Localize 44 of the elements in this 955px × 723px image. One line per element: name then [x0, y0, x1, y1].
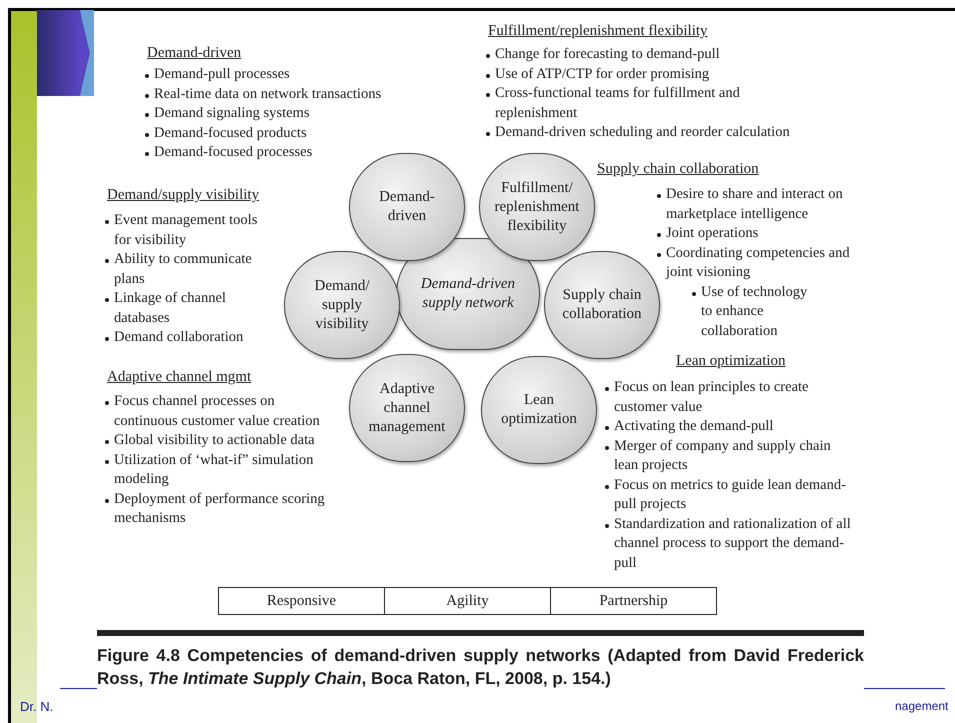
bullet-text: Demand collaboration — [114, 328, 244, 347]
circle-label: Fulfillment/replenishment flexibility — [494, 178, 580, 236]
circle-label: Lean optimization — [500, 391, 578, 429]
circle-label: Demand-driven supply network — [420, 275, 516, 313]
bullet-text: Cross-functional teams for fulfillment and replenishment — [495, 84, 741, 122]
section-heading: Lean optimization — [676, 352, 786, 371]
bullet-text: Real-time data on network transactions — [154, 84, 382, 104]
bullet-text: Global visibility to actionable data — [114, 431, 315, 450]
circle-label: Demand-driven — [378, 188, 436, 226]
bullet-text: Utilization of ‘what-if” simulation modeling — [114, 450, 314, 489]
bullet-text: Demand-focused processes — [154, 143, 312, 162]
footer-text: nagement — [895, 698, 948, 715]
circle-label: Demand/supply visibility — [314, 276, 370, 334]
bullet-text: Focus on metrics to guide lean demand-pull projects — [614, 476, 847, 514]
section-heading: Demand-driven — [147, 44, 242, 63]
table-cell-text: Responsive — [266, 592, 338, 611]
table-cell: Agility — [384, 588, 550, 614]
section-heading: Demand/supply visibility — [107, 186, 260, 205]
bullet-text: Activating the demand-pull — [614, 417, 774, 436]
section-heading: Supply chain collaboration — [597, 160, 759, 179]
circle-label: Supply chain collaboration — [561, 286, 643, 324]
bullet-text: Merger of company and supply chain lean projects — [614, 436, 832, 475]
bullet-text: Demand-driven scheduling and reorder calculation — [495, 123, 790, 142]
bullet-text: Coordinating competencies and joint visioning — [666, 244, 851, 282]
bullet-text: Linkage of channel databases — [114, 289, 227, 328]
bullet-text: Standardization and rationalization of all channel process to support the demand-pull — [614, 514, 852, 572]
bullet-text: Change for forecasting to demand-pull — [495, 45, 720, 64]
bullet-text: Focus channel processes on continuous customer value creation — [114, 392, 321, 430]
bullet-text: Demand-pull processes — [154, 65, 290, 84]
bullet-text: Event management tools for visibility — [114, 211, 258, 250]
bullet-text: Use of technology to enhance collaboration — [701, 282, 808, 340]
section-heading: Adaptive channel mgmt — [107, 368, 252, 387]
bullet-text: Joint operations — [666, 224, 758, 243]
bullet-text: Demand signaling systems — [154, 104, 310, 123]
bullet-text: Use of ATP/CTP for order promising — [495, 64, 710, 84]
footer-text: Dr. N. — [20, 698, 54, 716]
bullet-text: Ability to communicate plans — [114, 250, 253, 288]
bullet-text: Deployment of performance scoring mechanisms — [114, 490, 326, 528]
circle-label: Adaptive channel management — [368, 380, 446, 436]
bullet-text: Focus on lean principles to create customer value — [614, 378, 810, 416]
section-heading: Fulfillment/replenishment flexibility — [488, 22, 708, 41]
table-cell: Partnership — [550, 588, 716, 614]
bullet-text: Demand-focused products — [154, 124, 307, 142]
bullet-text: Desire to share and interact on marketplace intelligence — [666, 185, 844, 224]
